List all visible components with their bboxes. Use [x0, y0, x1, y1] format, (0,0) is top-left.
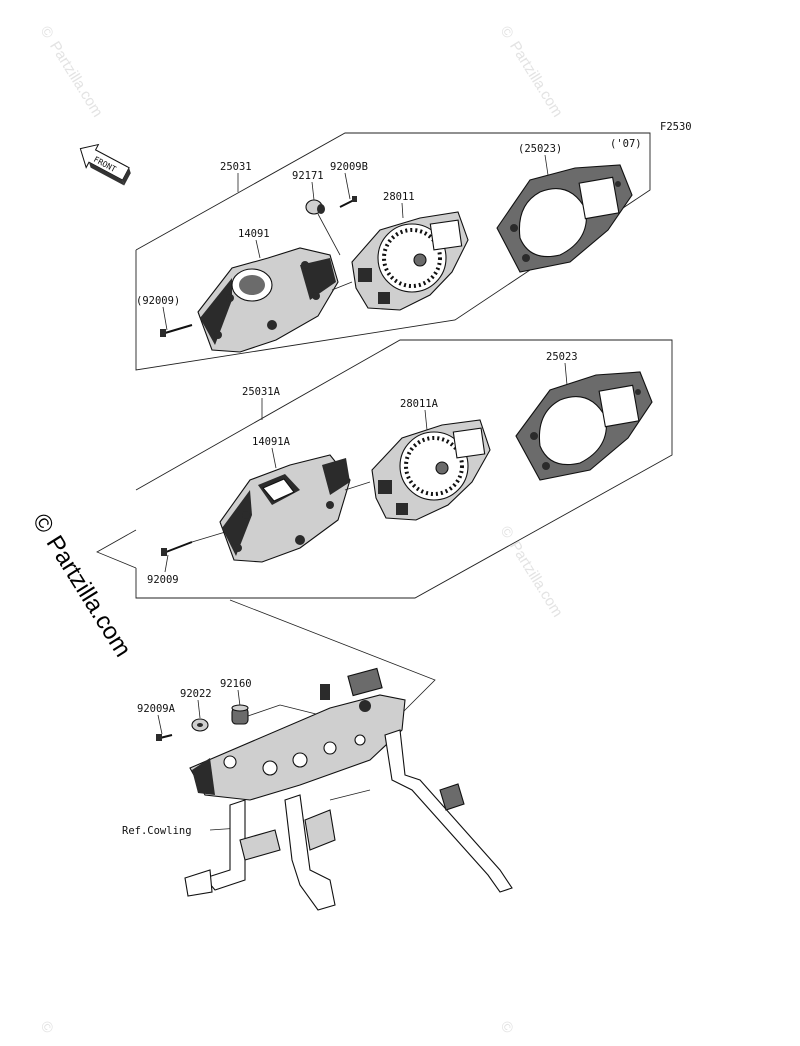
- label-assembly-lower: 25031A: [242, 386, 281, 398]
- label-case-upper: 14091: [238, 228, 270, 240]
- label-damper: 92160: [220, 678, 252, 690]
- label-grommet-upper: 92171: [292, 170, 324, 182]
- watermark-copyright: ©: [37, 1018, 57, 1036]
- label-assembly-upper: 25031: [220, 161, 252, 173]
- grommet-icon: [305, 199, 325, 215]
- lower-frame-pointer: [96, 529, 137, 569]
- label-year-note: ('07): [610, 138, 642, 150]
- figure-code: F2530: [660, 121, 692, 133]
- meter-case-upper: [197, 247, 339, 353]
- screw-icon: [160, 324, 193, 337]
- watermark-copyright-main: ©: [27, 509, 59, 539]
- label-cover-lower: 25023: [546, 351, 578, 363]
- label-cover-upper: (25023): [518, 143, 562, 155]
- watermark-text: Partzilla.com: [46, 38, 106, 120]
- label-meter-upper: 28011: [383, 191, 415, 203]
- meter-cover-upper: [496, 164, 633, 273]
- label-ref-cowling: Ref.Cowling: [122, 825, 192, 837]
- damper-icon: [231, 704, 249, 725]
- label-screw-lower: 92009: [147, 574, 179, 586]
- meter-cover-lower: [515, 371, 653, 481]
- front-arrow-icon: FRONT: [79, 143, 131, 186]
- watermark-copyright: ©: [37, 23, 57, 41]
- collar-icon: [191, 718, 209, 732]
- watermark-copyright: ©: [497, 523, 517, 541]
- watermark-copyright: ©: [497, 23, 517, 41]
- watermark-copyright: ©: [497, 1018, 517, 1036]
- screw-icon: [339, 196, 357, 208]
- meter-unit-lower: [371, 419, 491, 521]
- meter-case-lower: [219, 454, 351, 563]
- label-screw-upper: 92009B: [330, 161, 368, 173]
- meter-unit-upper: [351, 211, 469, 311]
- upper-assembly-frame: [135, 132, 651, 371]
- lower-assembly-frame: [135, 339, 673, 599]
- watermark-text-main: Partzilla.com: [41, 531, 137, 662]
- watermark-text: Partzilla.com: [506, 538, 566, 620]
- bracket-pointer-line: [229, 599, 436, 721]
- bolt-icon: [156, 734, 173, 741]
- screw-icon: [161, 541, 193, 556]
- label-screw-upper-left: (92009): [136, 295, 180, 307]
- label-collar: 92022: [180, 688, 212, 700]
- meter-bracket: [184, 667, 513, 911]
- label-meter-lower: 28011A: [400, 398, 439, 410]
- label-bolt-bracket: 92009A: [137, 703, 176, 715]
- label-case-lower: 14091A: [252, 436, 291, 448]
- watermark-text: Partzilla.com: [506, 38, 566, 120]
